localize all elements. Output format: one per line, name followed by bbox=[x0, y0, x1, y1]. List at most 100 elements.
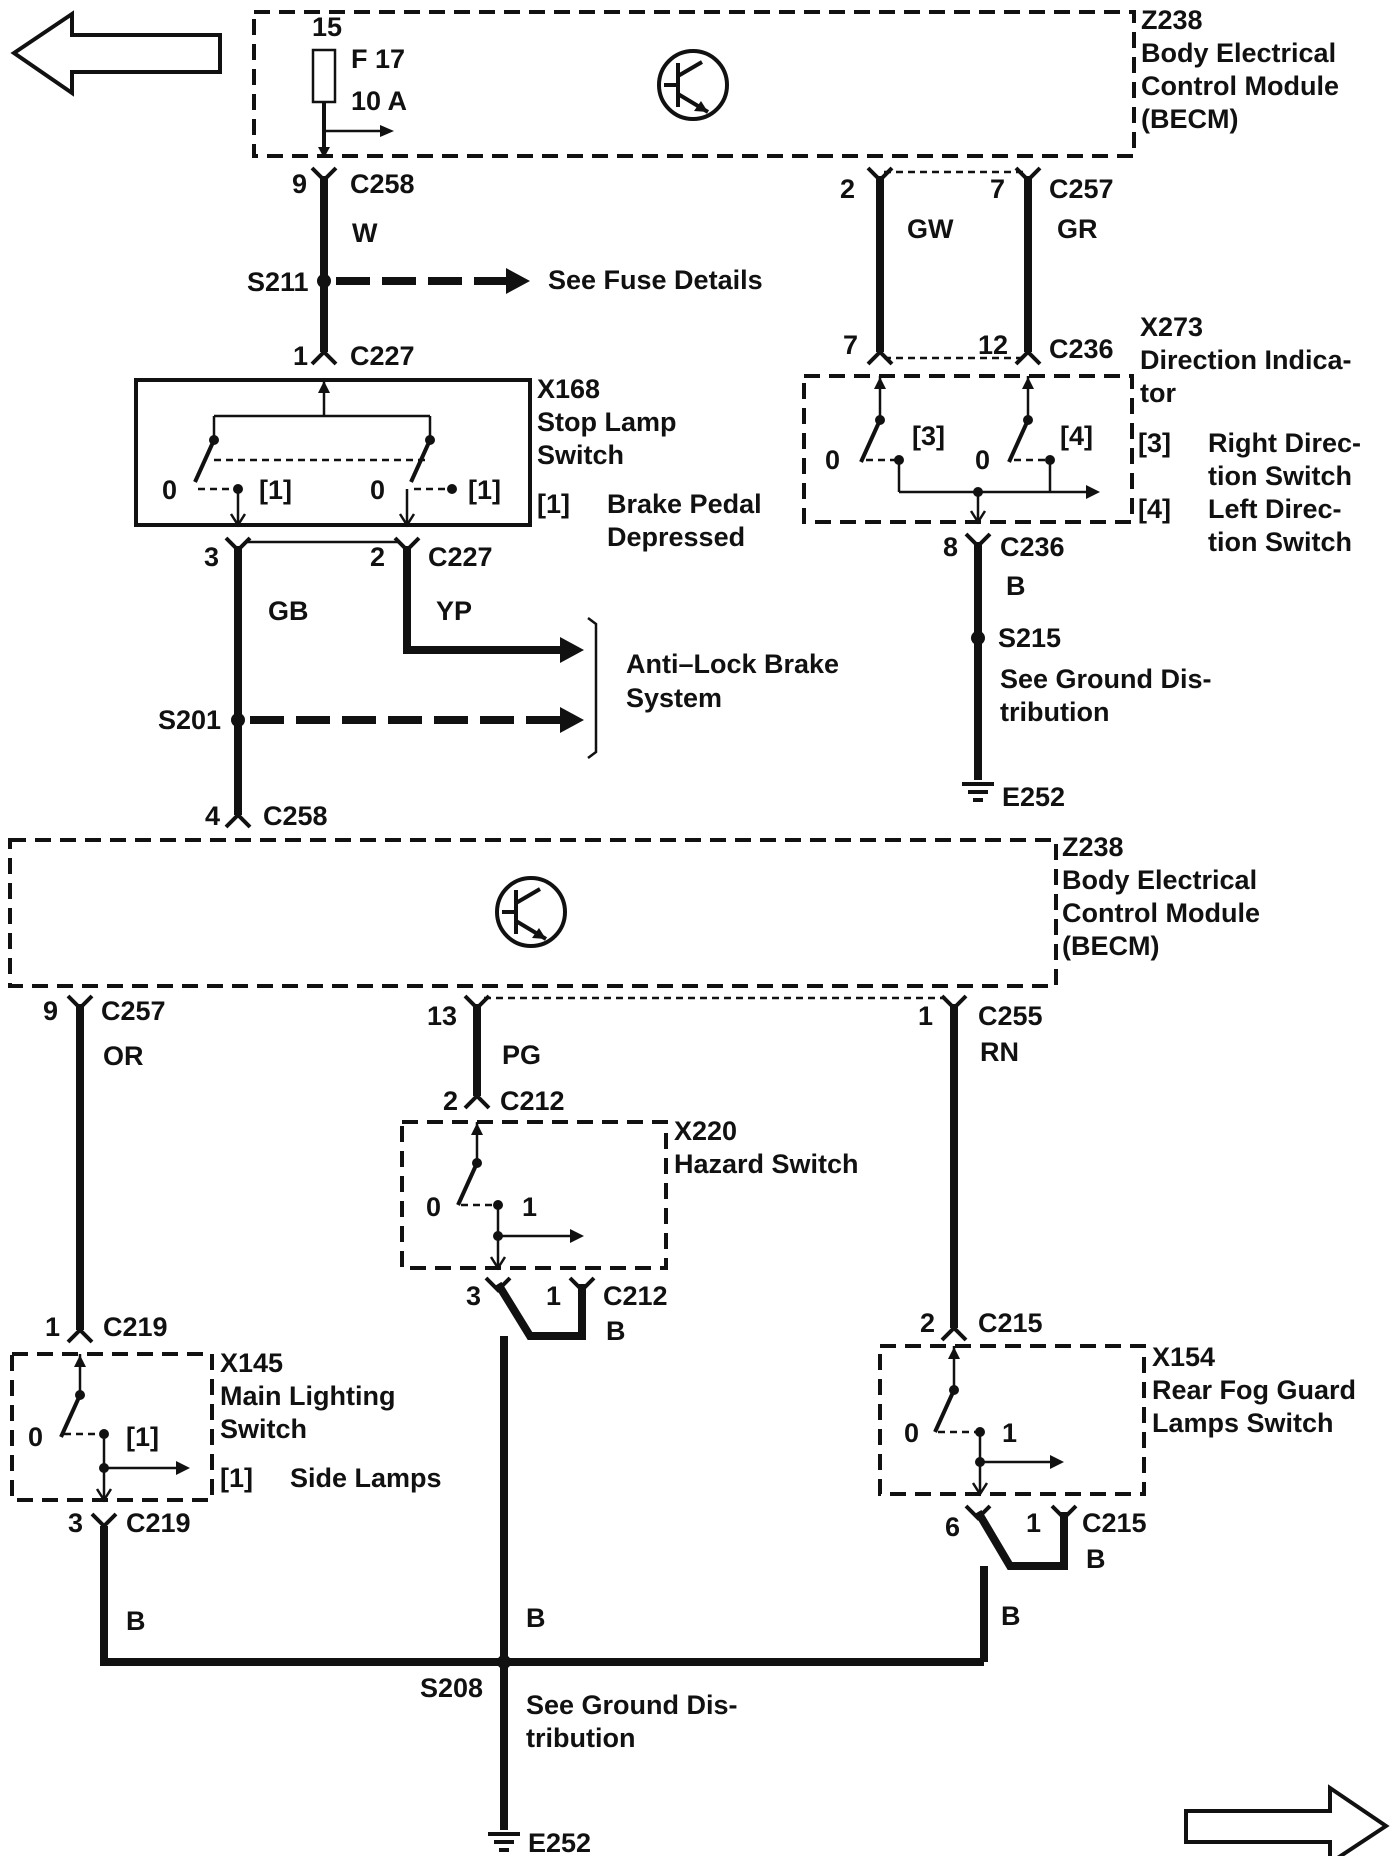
main-pos0: 0 bbox=[28, 1422, 43, 1452]
conn-c236-in: C236 bbox=[1049, 334, 1114, 364]
fog-conn-color: B bbox=[1086, 1544, 1106, 1574]
stop-pos0-a: 0 bbox=[162, 475, 177, 505]
hazard-conn-color: B bbox=[606, 1316, 626, 1346]
dir-pos4: [4] bbox=[1060, 421, 1093, 451]
ground-ref-bottom-2[interactable]: tribution bbox=[526, 1723, 635, 1753]
hazard-pos1: 1 bbox=[522, 1192, 537, 1222]
hazard-internals bbox=[456, 1122, 584, 1271]
fuse-pin: 15 bbox=[312, 12, 342, 42]
dir-key4: [4] bbox=[1138, 494, 1171, 524]
ground-e252-bottom: E252 bbox=[528, 1828, 591, 1856]
fuse-f17-icon bbox=[311, 48, 394, 158]
stop-note-1: Brake Pedal bbox=[607, 489, 762, 519]
dir-desc3-1: Right Direc- bbox=[1208, 428, 1361, 458]
conn-c219-out: C219 bbox=[126, 1508, 191, 1538]
stop-note-2: Depressed bbox=[607, 522, 745, 552]
main-lighting-name-1: Main Lighting bbox=[220, 1381, 395, 1411]
pin-gw-top: 2 bbox=[840, 174, 855, 204]
fuse-name: F 17 bbox=[351, 44, 405, 74]
conn-c236-out: C236 bbox=[1000, 532, 1065, 562]
wire-right-b-color: B bbox=[1006, 571, 1026, 601]
pin-c255-pg: 13 bbox=[427, 1001, 457, 1031]
ground-e252-right: E252 bbox=[1002, 782, 1065, 812]
rear-fog-switch-box bbox=[878, 1344, 1146, 1496]
becm-top-transistor-icon bbox=[657, 49, 729, 121]
pin-c227-in: 1 bbox=[293, 341, 308, 371]
wire-gb-color: GB bbox=[268, 596, 309, 626]
direction-indicator-internals bbox=[859, 376, 1100, 525]
stop-pos0-b: 0 bbox=[370, 475, 385, 505]
fuse-rating: 10 A bbox=[351, 86, 407, 116]
pin-c219-in: 1 bbox=[45, 1312, 60, 1342]
wire-rn-color: RN bbox=[980, 1037, 1019, 1067]
conn-c257-top: C257 bbox=[1049, 174, 1114, 204]
wire-gw-color: GW bbox=[907, 214, 954, 244]
main-pos1: [1] bbox=[126, 1422, 159, 1452]
splice-s215: S215 bbox=[998, 623, 1061, 653]
splice-s208: S208 bbox=[420, 1673, 483, 1703]
pin-c255-rn: 1 bbox=[918, 1001, 933, 1031]
rear-fog-internals bbox=[933, 1346, 1064, 1497]
abs-label-1[interactable]: Anti–Lock Brake bbox=[626, 649, 839, 679]
hazard-switch-box bbox=[400, 1120, 668, 1270]
conn-c255: C255 bbox=[978, 1001, 1043, 1031]
stop-pos1-b: [1] bbox=[468, 475, 501, 505]
fog-pos1: 1 bbox=[1002, 1418, 1017, 1448]
dir-pos0-a: 0 bbox=[825, 445, 840, 475]
conn-c258-top: C258 bbox=[350, 169, 415, 199]
conn-c215-in: C215 bbox=[978, 1308, 1043, 1338]
hazard-id: X220 bbox=[674, 1116, 737, 1146]
conn-c219-in: C219 bbox=[103, 1312, 168, 1342]
dir-desc4-1: Left Direc- bbox=[1208, 494, 1342, 524]
hazard-pin-a: 3 bbox=[466, 1281, 481, 1311]
pin-c258-bottom: 4 bbox=[205, 801, 220, 831]
becm-bottom-name-2: Control Module bbox=[1062, 898, 1260, 928]
dir-desc3-2: tion Switch bbox=[1208, 461, 1352, 491]
direction-id: X273 bbox=[1140, 312, 1203, 342]
pin-c236-out: 8 bbox=[943, 532, 958, 562]
stop-lamp-id: X168 bbox=[537, 374, 600, 404]
stop-lamp-switch-internals bbox=[193, 380, 457, 528]
conn-c227-out: C227 bbox=[428, 542, 493, 572]
main-note: Side Lamps bbox=[290, 1463, 442, 1493]
fog-conn: C215 bbox=[1082, 1508, 1147, 1538]
rear-fog-name-2: Lamps Switch bbox=[1152, 1408, 1334, 1438]
see-fuse-details[interactable]: See Fuse Details bbox=[548, 265, 763, 295]
abs-label-2[interactable]: System bbox=[626, 683, 722, 713]
fog-pos0: 0 bbox=[904, 1418, 919, 1448]
wire-or-color: OR bbox=[103, 1041, 144, 1071]
pin-c215-in: 2 bbox=[920, 1308, 935, 1338]
pin-gr-top: 7 bbox=[990, 174, 1005, 204]
main-lighting-switch-box bbox=[10, 1352, 214, 1502]
wire-gr-color: GR bbox=[1057, 214, 1098, 244]
pin-c258-top: 9 bbox=[292, 169, 307, 199]
ground-ref-right-2[interactable]: tribution bbox=[1000, 697, 1109, 727]
becm-bottom-transistor-icon bbox=[495, 876, 567, 948]
ground-e252-bottom-icon bbox=[488, 1832, 520, 1852]
wire-hazard-b-color: B bbox=[526, 1603, 546, 1633]
main-lighting-name-2: Switch bbox=[220, 1414, 307, 1444]
becm-top-box bbox=[252, 10, 1136, 158]
becm-bottom-name-1: Body Electrical bbox=[1062, 865, 1257, 895]
ground-ref-right-1[interactable]: See Ground Dis- bbox=[1000, 664, 1212, 694]
becm-bottom-name-3: (BECM) bbox=[1062, 931, 1159, 961]
conn-c257-or: C257 bbox=[101, 996, 166, 1026]
splice-s211: S211 bbox=[247, 267, 309, 297]
ground-ref-bottom-1[interactable]: See Ground Dis- bbox=[526, 1690, 738, 1720]
direction-name-2: tor bbox=[1140, 378, 1176, 408]
pin-c219-out: 3 bbox=[68, 1508, 83, 1538]
direction-indicator-box bbox=[802, 374, 1134, 524]
next-page-arrow-icon[interactable] bbox=[1184, 1784, 1390, 1856]
stop-lamp-switch-box bbox=[134, 378, 532, 527]
rear-fog-name-1: Rear Fog Guard bbox=[1152, 1375, 1356, 1405]
fog-pin-b: 1 bbox=[1026, 1508, 1041, 1538]
dir-key3: [3] bbox=[1138, 428, 1171, 458]
rear-fog-id: X154 bbox=[1152, 1342, 1215, 1372]
pin-gr-bottom: 12 bbox=[978, 330, 1008, 360]
wire-yp bbox=[403, 546, 560, 654]
direction-name-1: Direction Indica- bbox=[1140, 345, 1352, 375]
wire-b-bottom-bus bbox=[100, 1526, 984, 1666]
becm-bottom-id: Z238 bbox=[1062, 832, 1124, 862]
previous-page-arrow-icon[interactable] bbox=[10, 10, 222, 97]
stop-note-key: [1] bbox=[537, 489, 570, 519]
